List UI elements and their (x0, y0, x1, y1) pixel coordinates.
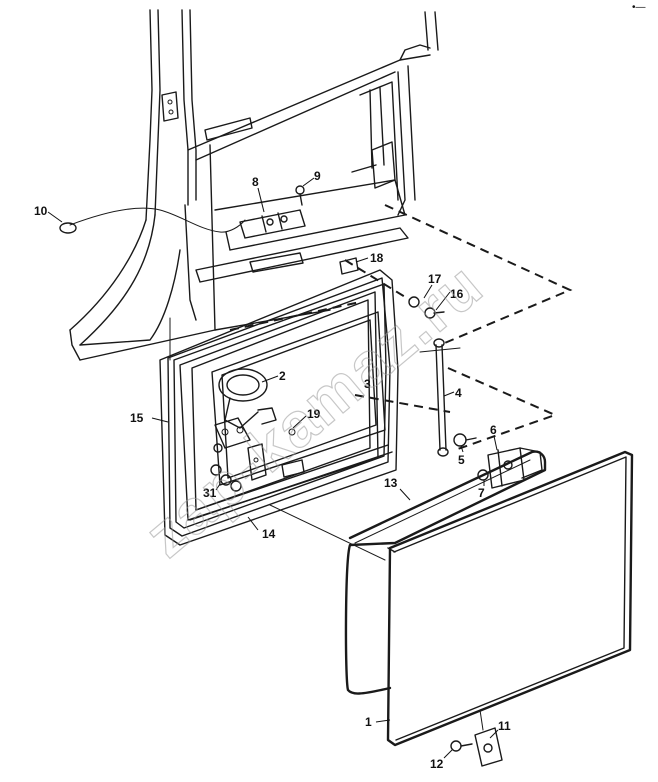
callout-10: 10 (34, 204, 48, 218)
door-panel (386, 450, 634, 747)
callout-12: 12 (430, 757, 444, 771)
callouts: 10 8 9 18 17 16 2 3 4 15 19 6 5 7 31 13 … (34, 169, 511, 771)
fasteners (295, 185, 445, 319)
callout-19: 19 (307, 407, 321, 421)
door-seal (344, 450, 547, 695)
callout-13: 13 (384, 476, 398, 490)
callout-5: 5 (458, 453, 465, 467)
callout-15: 15 (130, 411, 144, 425)
watermark-text: zap-kamaz.ru (133, 250, 497, 571)
callout-1: 1 (365, 715, 372, 729)
callout-11: 11 (498, 719, 511, 733)
latch-mechanism (210, 368, 305, 492)
callout-3: 3 (364, 377, 371, 391)
callout-14: 14 (262, 527, 276, 541)
callout-2: 2 (279, 369, 286, 383)
stay-rod (419, 338, 461, 457)
cab-body-panel (59, 9, 439, 361)
callout-7: 7 (478, 486, 485, 500)
callout-18: 18 (370, 251, 384, 265)
callout-9: 9 (314, 169, 321, 183)
callout-16: 16 (450, 287, 464, 301)
callout-31: 31 (203, 486, 217, 500)
callout-6: 6 (490, 423, 497, 437)
assembly-guide-lines (169, 204, 573, 561)
callout-8: 8 (252, 175, 259, 189)
corner-mark: •— (632, 2, 646, 13)
callout-17: 17 (428, 272, 442, 286)
bottom-hinge (450, 709, 503, 767)
callout-4: 4 (455, 386, 462, 400)
